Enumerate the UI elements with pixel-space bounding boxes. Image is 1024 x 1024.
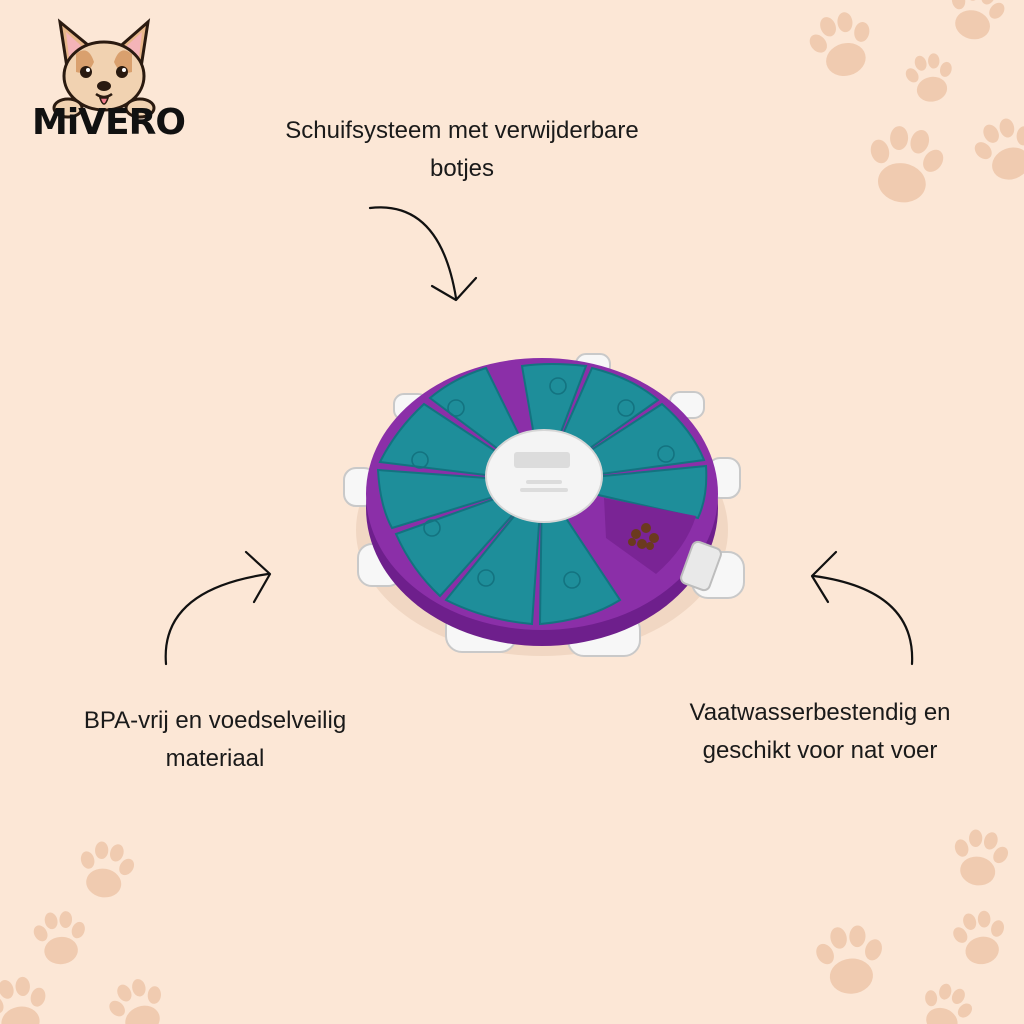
feature-top-line2: botjes	[429, 155, 495, 182]
dog-puzzle-toy-image	[343, 353, 745, 657]
brand-name: MiVERO	[32, 102, 186, 143]
feature-right-line1: Vaatwasserbestendig en	[689, 699, 951, 726]
feature-label-left: BPA-vrij en voedselveilig materiaal	[40, 702, 390, 778]
brand-logo: MiVERO	[28, 14, 188, 144]
paw-decoration-bottom-right	[810, 824, 1014, 1024]
arrow-left-icon	[164, 550, 272, 666]
feature-label-right: Vaatwasserbestendig en geschikt voor nat…	[640, 694, 1000, 770]
feature-top-line1: Schuifsysteem met verwijderbare	[285, 117, 639, 144]
feature-label-top: Schuifsysteem met verwijderbare botjes	[232, 112, 692, 188]
feature-left-line1: BPA-vrij en voedselveilig	[83, 707, 347, 734]
paw-decoration-bottom-left	[0, 840, 176, 1024]
paw-decoration-top-right	[801, 0, 1024, 209]
feature-right-line2: geschikt voor nat voer	[702, 737, 938, 764]
feature-left-line2: materiaal	[165, 745, 265, 772]
arrow-right-icon	[810, 550, 914, 666]
dog-head-icon	[52, 18, 156, 119]
arrow-top-icon	[368, 206, 478, 302]
